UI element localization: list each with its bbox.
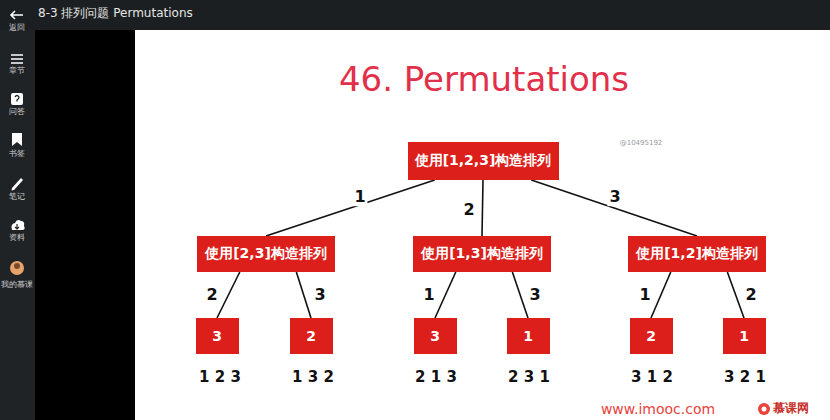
menu-label: 资料 [9,233,25,242]
imooc-logo [758,403,770,415]
leaf-box: 1 [723,318,766,354]
choice-label: 2 [204,286,219,304]
choice-label: 3 [527,286,542,304]
tree-branch [531,180,697,236]
tree-branch [512,272,528,318]
site-logo-text: 慕课网 [773,402,809,416]
note-icon [12,178,24,191]
imooc-logo-inner [762,407,767,412]
menu-label: 笔记 [9,192,25,201]
avatar-face [14,263,20,269]
avatar [10,261,24,275]
box-text: 1 [523,328,533,344]
video-letterbox [35,30,135,420]
permutation-result: 1 3 2 [292,369,334,386]
box-text: 2 [306,328,316,344]
bookmark-icon [12,133,22,146]
lesson-title: 8-3 排列问题 Permutations [38,7,193,21]
box-text: 使用[2,3]构造排列 [205,245,327,263]
subproblem-box: 使用[1,2]构造排列 [628,236,766,272]
watermark-id: @10495192 [620,139,663,147]
leaf-box: 3 [196,318,239,354]
menu-label: 返回 [9,23,25,32]
leaf-box: 1 [507,318,550,354]
question-icon [11,93,23,105]
choice-label: 2 [743,286,758,304]
permutation-result: 2 1 3 [415,369,457,386]
leaf-box: 2 [630,318,673,354]
box-text: 1 [739,328,749,344]
choice-label: 2 [461,201,476,219]
permutation-result: 3 1 2 [631,369,673,386]
tree-branch [266,180,435,236]
box-text: 使用[1,2]构造排列 [636,245,758,263]
download-arrow [15,224,19,229]
leaf-box: 3 [414,318,457,354]
subproblem-box: 使用[1,3]构造排列 [413,236,551,272]
box-text: 使用[1,2,3]构造排列 [415,152,552,170]
permutation-result: 2 3 1 [508,369,550,386]
tree-branch [435,272,456,318]
question-mark-shape [15,96,19,102]
tree-branch [217,272,240,318]
box-text: 3 [212,328,222,344]
permutation-result: 1 2 3 [199,369,241,386]
choice-label: 1 [352,188,367,206]
leaf-box: 2 [290,318,333,354]
menu-label: 问答 [9,107,25,116]
chapter-icon [11,55,23,63]
box-text: 3 [430,328,440,344]
download-icon [11,220,24,230]
menu-label: 书签 [9,149,25,158]
menu-label: 我的慕课 [1,280,33,289]
tree-branch [651,272,671,318]
tree-branch [482,180,483,236]
choice-label: 3 [607,188,622,206]
back-icon [11,11,23,19]
site-watermark: www.imooc.com [601,401,715,417]
choice-label: 3 [312,286,327,304]
root-box: 使用[1,2,3]构造排列 [408,142,559,180]
menu-label: 章节 [9,66,25,75]
choice-label: 1 [637,286,652,304]
choice-label: 1 [421,286,436,304]
slide-title: 46. Permutations [339,61,629,98]
tree-branch [296,272,311,318]
box-text: 使用[1,3]构造排列 [421,245,543,263]
tree-branch [727,272,744,318]
box-text: 2 [646,328,656,344]
subproblem-box: 使用[2,3]构造排列 [197,236,335,272]
permutation-result: 3 2 1 [724,369,766,386]
